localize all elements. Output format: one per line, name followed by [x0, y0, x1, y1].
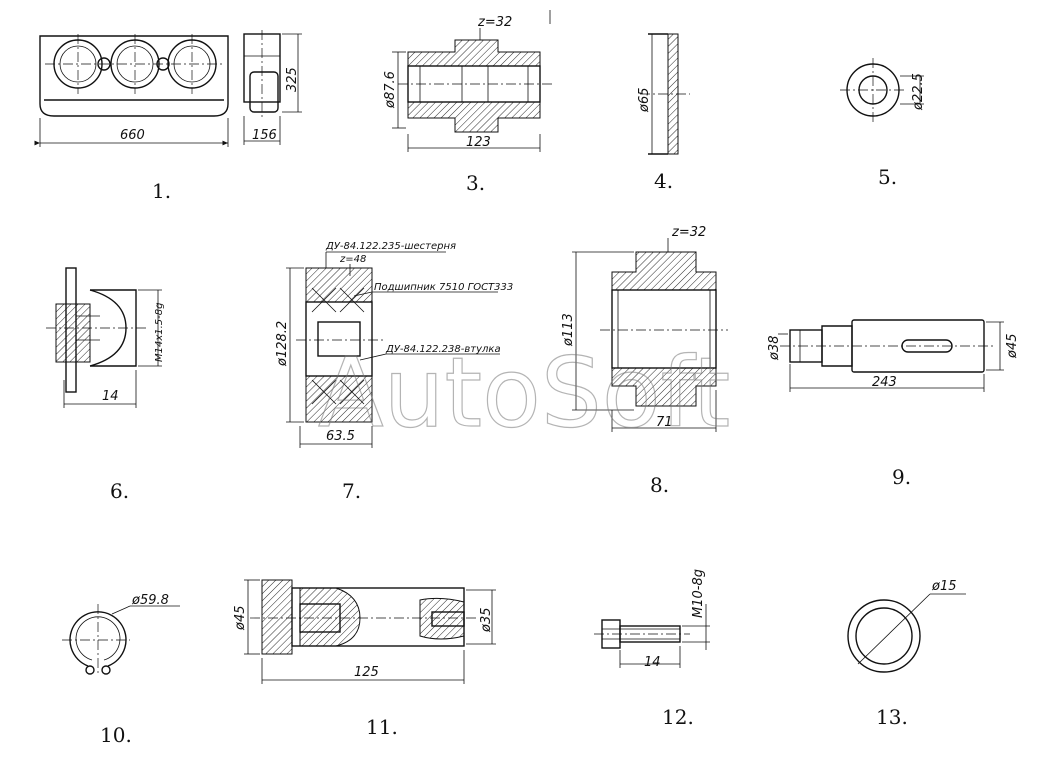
- part-8-dim-diameter: ø113: [561, 313, 576, 347]
- part-8-label: 8.: [650, 473, 669, 497]
- part-7-note-gear: ДУ-84.122.235-шестерня: [325, 241, 456, 252]
- part-3-dim-diameter: ø87.6: [383, 71, 398, 109]
- part-4-label: 4.: [654, 169, 673, 193]
- part-7-label: 7.: [342, 479, 361, 503]
- part-3-dim-length: 123: [466, 135, 491, 150]
- part-12-bolt: [594, 604, 710, 668]
- part-10-dim-diameter: ø59.8: [131, 593, 169, 608]
- part-9-dim-large-diameter: ø45: [1005, 334, 1020, 360]
- part-9-label: 9.: [892, 465, 911, 489]
- part-6-cap-nut: [46, 267, 162, 408]
- part-3-dim-teeth: z=32: [477, 15, 512, 30]
- part-1-front-view: [34, 34, 229, 147]
- part-9-shaft: [778, 319, 1004, 392]
- part-7-dim-length: 63.5: [326, 429, 355, 444]
- part-10-snap-ring: [62, 604, 180, 676]
- part-1-dim-height: 325: [285, 67, 300, 92]
- part-7-gear-assembly: [286, 251, 500, 448]
- part-1-dim-width: 156: [252, 128, 277, 143]
- part-3-label: 3.: [466, 171, 485, 195]
- part-5-dim-diameter: ø22.5: [911, 73, 926, 111]
- part-6-dim-length: 14: [102, 389, 119, 404]
- part-11-dim-length: 125: [354, 665, 379, 680]
- part-1-housing: 660 156 325 1.: [34, 30, 302, 203]
- part-5-label: 5.: [878, 165, 897, 189]
- part-1-label: 1.: [152, 179, 171, 203]
- part-13-label: 13.: [876, 705, 908, 729]
- part-8-gear: [572, 238, 728, 432]
- part-11-dim-body-diameter: ø35: [479, 608, 494, 634]
- part-9-dim-length: 243: [872, 375, 897, 390]
- part-7-note-bearing: Подшипник 7510 ГОСТ333: [374, 282, 513, 293]
- part-12-dim-thread: M10-8g: [691, 569, 706, 618]
- part-13-ring: [847, 593, 966, 673]
- part-7-note-teeth: z=48: [339, 254, 366, 265]
- part-11-pin: [244, 579, 496, 684]
- part-4-washer: [640, 33, 690, 155]
- part-6-dim-thread: M14x1.5-8g: [154, 303, 165, 363]
- part-11-label: 11.: [366, 715, 398, 739]
- watermark-logo: AutoSoft: [318, 337, 730, 449]
- part-9-dim-small-diameter: ø38: [767, 336, 782, 362]
- part-11-dim-head-diameter: ø45: [233, 606, 248, 632]
- part-4-dim-diameter: ø65: [637, 88, 652, 114]
- part-12-label: 12.: [662, 705, 694, 729]
- part-6-label: 6.: [110, 479, 129, 503]
- part-5-ring: [840, 58, 924, 122]
- part-3-gear: [392, 10, 552, 152]
- part-10-label: 10.: [100, 723, 132, 747]
- part-13-dim-diameter: ø15: [931, 579, 957, 594]
- part-7-note-bushing: ДУ-84.122.238-втулка: [385, 344, 501, 355]
- part-8-dim-length: 71: [656, 415, 673, 430]
- part-8-dim-teeth: z=32: [671, 225, 706, 240]
- part-12-dim-length: 14: [644, 655, 661, 670]
- part-1-dim-length: 660: [120, 128, 145, 143]
- part-1-side-view: [243, 30, 302, 145]
- part-7-dim-diameter: ø128.2: [275, 321, 290, 367]
